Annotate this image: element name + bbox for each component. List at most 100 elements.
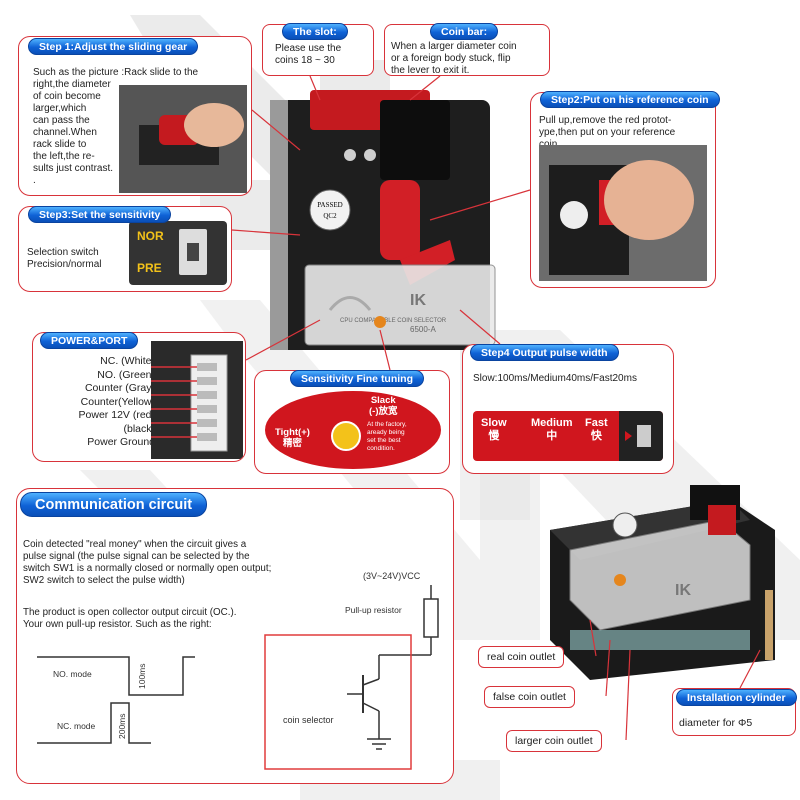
step2-text: Pull up,remove the red protot- ype,then … [539, 115, 675, 151]
comm-panel: Coin detected "real money" when the circ… [16, 488, 454, 784]
circuit-diagram: NO. mode 100ms NC. mode 200ms (3V~24V)VC… [37, 571, 439, 770]
pullup-label: Pull-up resistor [345, 605, 402, 615]
false-coin-outlet-label: false coin outlet [484, 686, 575, 708]
fast-text: Fast [585, 417, 608, 429]
comm-line: The product is open collector output cir… [23, 607, 237, 618]
tight-text: Tight(+) [275, 427, 310, 438]
switch-nor-label: NOR [137, 229, 164, 243]
port-connector-photo [151, 341, 243, 459]
step4-title: Step4 Output pulse width [470, 344, 619, 361]
step3-line: Selection switch [27, 247, 99, 258]
comm-title: Communication circuit [20, 492, 208, 517]
step1-dot: . [33, 175, 36, 186]
slot-panel: Please use the coins 18 ~ 30 [262, 24, 374, 76]
step2-line: ype,then put on your reference [539, 127, 676, 138]
note-line: At the factory, [367, 421, 407, 428]
step3-text: Selection switch Precision/normal [27, 247, 101, 271]
step1-line: of coin become [33, 91, 101, 102]
slot-text: Please use the coins 18 ~ 30 [275, 43, 341, 67]
model-label: CPU COMPARABLE COIN SELECTOR [340, 318, 447, 324]
real-coin-outlet-label: real coin outlet [478, 646, 565, 668]
coinbar-line: When a larger diameter coin [391, 41, 517, 52]
no-mode-width: 100ms [137, 663, 147, 689]
tight-label: Tight(+) 精密 [275, 427, 310, 449]
step2-line: Pull up,remove the red protot- [539, 115, 672, 126]
larger-coin-outlet-label: larger coin outlet [506, 730, 602, 752]
step1-line: channel.When [33, 127, 97, 138]
slot-line: Please use the [275, 43, 342, 54]
power-text: NC. (White) NO. (Green) Counter (Gray) C… [43, 355, 155, 450]
step1-line: sults just contrast. [33, 163, 114, 174]
comm-paragraph-1: Coin detected "real money" when the circ… [23, 539, 333, 587]
step2-line: coin. [539, 139, 561, 150]
vcc-label: (3V~24V)VCC [363, 571, 421, 581]
sensitivity-switch[interactable]: NOR PRE [129, 221, 227, 285]
power-title: POWER&PORT [40, 332, 139, 349]
fine-note: At the factory, aready being set the bes… [367, 421, 407, 453]
nc-mode-waveform [37, 702, 151, 744]
nc-mode-width: 200ms [117, 713, 127, 739]
note-line: aready being [367, 429, 405, 436]
step1-text: Such as the picture :Rack slide to the r… [33, 67, 251, 187]
power-line: (black) [123, 422, 155, 435]
step3-title: Step3:Set the sensitivity [28, 206, 172, 223]
power-line: NO. (Green) [97, 368, 155, 381]
coin-acceptor-photo: PASSED QC2 IK CPU COMPARABLE COIN SELECT… [270, 90, 496, 350]
reference-coin-photo [539, 145, 707, 281]
step1-line: rack slide to [33, 139, 87, 150]
pulse-switch-knob [619, 411, 663, 461]
step2-panel: Pull up,remove the red protot- ype,then … [530, 92, 716, 288]
svg-text:IK: IK [675, 582, 691, 599]
slot-line: coins 18 ~ 30 [275, 55, 335, 66]
slow-text: Slow [481, 417, 507, 429]
power-panel: NC. (White) NO. (Green) Counter (Gray) C… [32, 332, 246, 462]
comm-line: Coin detected "real money" when the circ… [23, 539, 247, 550]
comm-line: switch SW1 is a normally closed or norma… [23, 563, 272, 574]
install-desc: diameter for Φ5 [679, 717, 753, 729]
nc-mode-label: NC. mode [57, 721, 96, 731]
install-title: Installation cylinder [676, 689, 797, 706]
step1-panel: Such as the picture :Rack slide to the r… [18, 36, 252, 196]
qc-label: QC2 [323, 212, 337, 220]
comm-line: pulse signal (the pulse signal can be se… [23, 551, 250, 562]
coinbar-line: or a foreign body stuck, flip [391, 53, 511, 64]
tight-cn-text: 精密 [282, 438, 302, 449]
pullup-resistor [423, 598, 439, 638]
coin-selector-label: coin selector [283, 715, 334, 725]
slack-text: Slack [370, 395, 396, 406]
power-line: Counter (Gray) [84, 382, 155, 394]
power-line: Power Ground [87, 436, 155, 448]
power-line: Power 12V (red) [78, 409, 155, 421]
tuning-knob[interactable] [331, 421, 361, 451]
power-line: Counter(Yellow) [80, 395, 155, 408]
comm-line: SW2 switch to select the pulse width) [23, 575, 185, 586]
comm-line: Your own pull-up resistor. Such as the r… [23, 619, 212, 630]
step1-line: larger,which [33, 103, 87, 114]
medium-text: Medium [531, 417, 573, 429]
step1-line: Such as the picture :Rack slide to the [33, 67, 199, 78]
coin-acceptor-side-photo: IK [550, 485, 775, 680]
note-line: set the best [367, 437, 401, 444]
switch-body [179, 229, 207, 275]
pulse-width-desc: Slow:100ms/Medium40ms/Fast20ms [473, 373, 637, 384]
fast-cn-text: 快 [590, 430, 602, 442]
slow-cn-text: 慢 [488, 430, 500, 442]
power-line: NC. (White) [100, 355, 155, 367]
step1-line: the left,the re- [33, 151, 95, 162]
coin-selector-box [264, 634, 412, 770]
sliding-gear-photo [119, 85, 247, 193]
slot-title: The slot: [282, 23, 348, 40]
step1-line: right,the diameter [33, 79, 111, 90]
switch-pre-label: PRE [137, 261, 162, 275]
brand-label: IK [410, 292, 426, 309]
slack-cn-text: (-)放宽 [369, 406, 398, 417]
no-mode-waveform [37, 656, 195, 696]
coinbar-title: Coin bar: [430, 23, 499, 40]
comm-paragraph-2: The product is open collector output cir… [23, 607, 323, 631]
fine-tuning-title: Sensitivity Fine tuning [290, 370, 425, 387]
